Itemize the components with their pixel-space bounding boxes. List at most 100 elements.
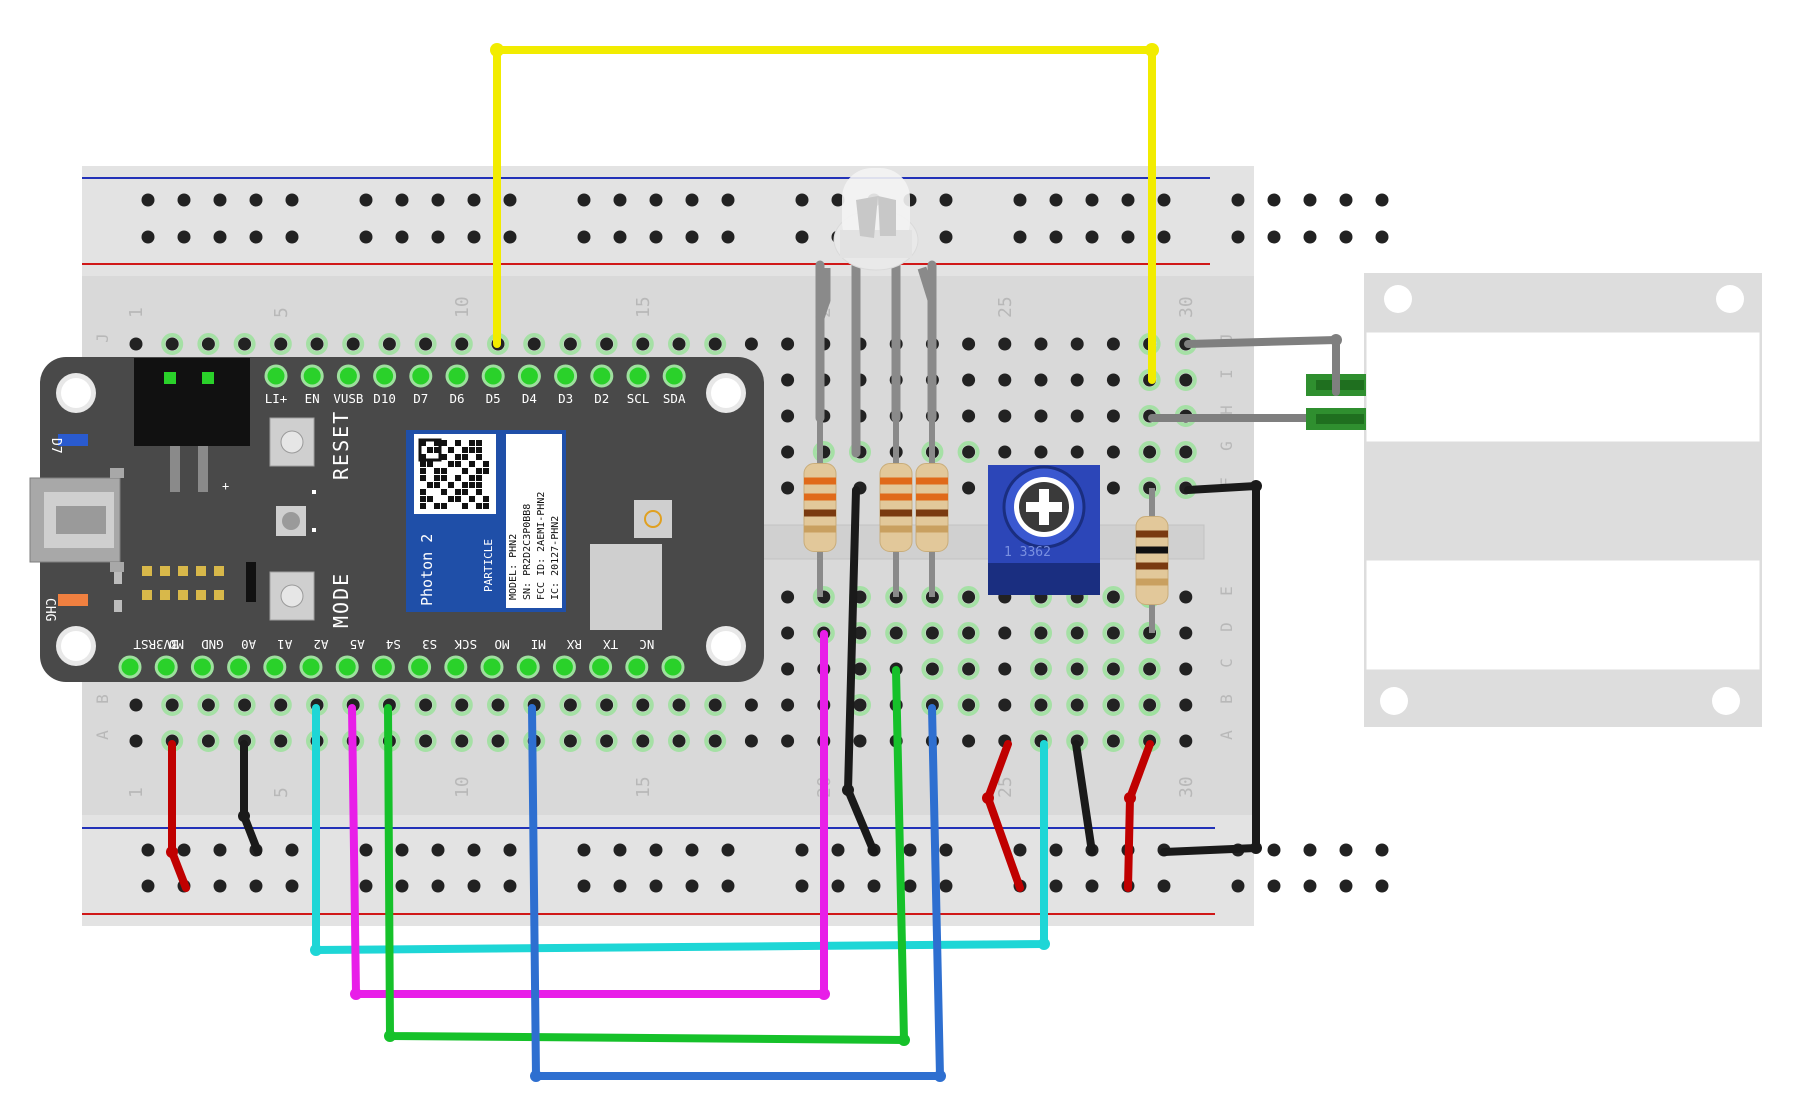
breadboard-hole[interactable] — [1106, 445, 1120, 459]
breadboard-hole[interactable] — [1070, 662, 1084, 676]
breadboard-hole[interactable] — [998, 662, 1012, 676]
rail-hole[interactable] — [1339, 843, 1353, 857]
rail-hole[interactable] — [285, 879, 299, 893]
breadboard-hole[interactable] — [672, 734, 686, 748]
breadboard-hole[interactable] — [1106, 662, 1120, 676]
breadboard-hole[interactable] — [1106, 409, 1120, 423]
breadboard-hole[interactable] — [962, 698, 976, 712]
breadboard-hole[interactable] — [708, 337, 722, 351]
breadboard-hole[interactable] — [455, 698, 469, 712]
breadboard-hole[interactable] — [781, 373, 795, 387]
rail-hole[interactable] — [503, 879, 517, 893]
rail-hole[interactable] — [1339, 193, 1353, 207]
breadboard-hole[interactable] — [310, 337, 324, 351]
rail-hole[interactable] — [613, 193, 627, 207]
board-pin-top[interactable] — [662, 364, 686, 388]
rail-hole[interactable] — [141, 843, 155, 857]
breadboard-hole[interactable] — [962, 626, 976, 640]
rail-hole[interactable] — [649, 843, 663, 857]
potentiometer[interactable]: 1 3362 — [988, 465, 1100, 595]
board-pin-top[interactable] — [264, 364, 288, 388]
breadboard-hole[interactable] — [129, 734, 143, 748]
rail-hole[interactable] — [249, 230, 263, 244]
rail-hole[interactable] — [141, 230, 155, 244]
board-pin-top[interactable] — [554, 364, 578, 388]
breadboard-hole[interactable] — [1070, 698, 1084, 712]
rail-hole[interactable] — [395, 843, 409, 857]
board-pin-top[interactable] — [336, 364, 360, 388]
breadboard-hole[interactable] — [165, 698, 179, 712]
breadboard-hole[interactable] — [419, 337, 433, 351]
breadboard-hole[interactable] — [274, 734, 288, 748]
rail-hole[interactable] — [795, 193, 809, 207]
breadboard-hole[interactable] — [1179, 662, 1193, 676]
rail-hole[interactable] — [1303, 230, 1317, 244]
breadboard-hole[interactable] — [853, 626, 867, 640]
rail-hole[interactable] — [177, 230, 191, 244]
breadboard-hole[interactable] — [1106, 337, 1120, 351]
rail-hole[interactable] — [867, 879, 881, 893]
breadboard-hole[interactable] — [708, 734, 722, 748]
breadboard-hole[interactable] — [346, 337, 360, 351]
breadboard-hole[interactable] — [129, 698, 143, 712]
rail-hole[interactable] — [1375, 230, 1389, 244]
breadboard-hole[interactable] — [201, 734, 215, 748]
board-pin-bottom[interactable] — [190, 655, 214, 679]
reset-button[interactable] — [269, 417, 315, 467]
rail-hole[interactable] — [685, 879, 699, 893]
rail-hole[interactable] — [1157, 230, 1171, 244]
rail-hole[interactable] — [1013, 193, 1027, 207]
breadboard-hole[interactable] — [419, 698, 433, 712]
rail-hole[interactable] — [613, 843, 627, 857]
breadboard-hole[interactable] — [636, 698, 650, 712]
rail-hole[interactable] — [285, 193, 299, 207]
breadboard-hole[interactable] — [201, 337, 215, 351]
breadboard-hole[interactable] — [998, 337, 1012, 351]
breadboard-hole[interactable] — [1070, 626, 1084, 640]
rail-hole[interactable] — [359, 230, 373, 244]
rail-hole[interactable] — [721, 230, 735, 244]
rail-hole[interactable] — [431, 843, 445, 857]
breadboard-hole[interactable] — [962, 373, 976, 387]
breadboard-hole[interactable] — [781, 662, 795, 676]
board-pin-top[interactable] — [590, 364, 614, 388]
breadboard-hole[interactable] — [1034, 445, 1048, 459]
rail-hole[interactable] — [431, 230, 445, 244]
rail-hole[interactable] — [939, 843, 953, 857]
rail-hole[interactable] — [1303, 879, 1317, 893]
breadboard-hole[interactable] — [491, 698, 505, 712]
breadboard-hole[interactable] — [672, 337, 686, 351]
rail-hole[interactable] — [395, 230, 409, 244]
breadboard-hole[interactable] — [781, 445, 795, 459]
breadboard-hole[interactable] — [962, 445, 976, 459]
rail-hole[interactable] — [503, 230, 517, 244]
rail-hole[interactable] — [141, 879, 155, 893]
breadboard-hole[interactable] — [1034, 626, 1048, 640]
breadboard-hole[interactable] — [1179, 626, 1193, 640]
breadboard-hole[interactable] — [1106, 373, 1120, 387]
rail-hole[interactable] — [213, 843, 227, 857]
breadboard-hole[interactable] — [998, 626, 1012, 640]
rail-hole[interactable] — [1339, 879, 1353, 893]
breadboard-hole[interactable] — [998, 409, 1012, 423]
breadboard-hole[interactable] — [1070, 445, 1084, 459]
breadboard-hole[interactable] — [238, 337, 252, 351]
rail-hole[interactable] — [903, 843, 917, 857]
breadboard-hole[interactable] — [925, 662, 939, 676]
rail-hole[interactable] — [1085, 193, 1099, 207]
breadboard-hole[interactable] — [1034, 662, 1048, 676]
wire-green[interactable] — [384, 666, 908, 1044]
board-pin-top[interactable] — [626, 364, 650, 388]
breadboard-hole[interactable] — [962, 409, 976, 423]
wire-blue[interactable] — [528, 704, 944, 1080]
rail-hole[interactable] — [249, 193, 263, 207]
rail-hole[interactable] — [467, 843, 481, 857]
rail-hole[interactable] — [613, 879, 627, 893]
breadboard-hole[interactable] — [201, 698, 215, 712]
rail-hole[interactable] — [831, 843, 845, 857]
rail-hole[interactable] — [1157, 193, 1171, 207]
rail-hole[interactable] — [577, 230, 591, 244]
breadboard-hole[interactable] — [1179, 373, 1193, 387]
rail-hole[interactable] — [1121, 230, 1135, 244]
rail-hole[interactable] — [1375, 843, 1389, 857]
